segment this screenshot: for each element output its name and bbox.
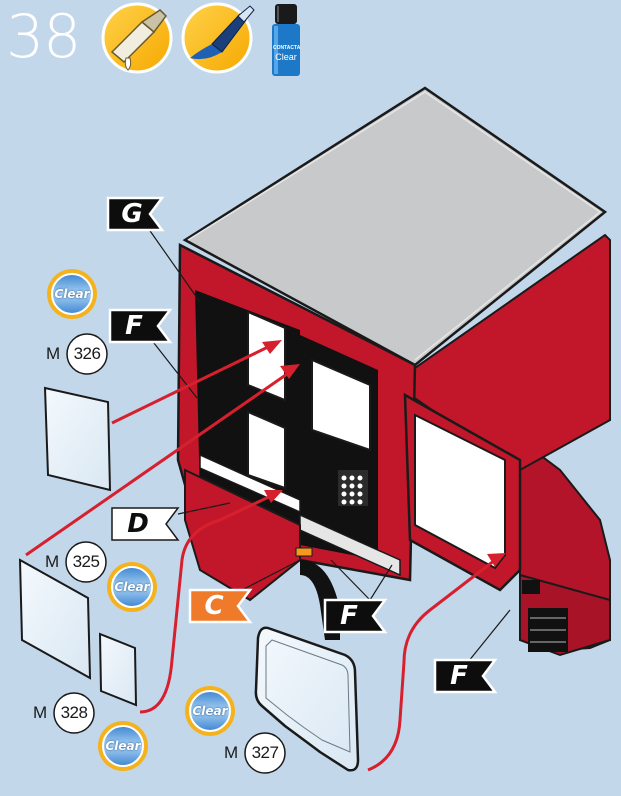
flag-c-label: C	[194, 591, 234, 621]
clear-badge-label: Clear	[110, 580, 154, 594]
paint-brush-icon	[183, 4, 254, 72]
vent-grille	[338, 470, 368, 506]
clear-badge-label: Clear	[101, 739, 145, 753]
part-number-325: 325	[66, 552, 106, 572]
flag-g-label: G	[112, 199, 152, 229]
clear-badge-label: Clear	[50, 287, 94, 301]
part-prefix-325: M	[45, 552, 59, 572]
part-prefix-326: M	[46, 344, 60, 364]
part-number-327: 327	[245, 743, 285, 763]
bottle-product-label: Clear	[273, 52, 299, 62]
flag-f-left-label: F	[114, 311, 154, 341]
clear-badge-label: Clear	[188, 704, 232, 718]
part-prefix-327: M	[224, 743, 238, 763]
glue-bottle-icon	[272, 4, 300, 76]
bottle-brand-label: CONTACTA	[273, 45, 299, 51]
flag-d-label: D	[118, 509, 158, 539]
flag-f-right-label: F	[439, 661, 479, 691]
part-number-326: 326	[67, 344, 107, 364]
window-pane-328[interactable]	[100, 634, 136, 705]
truck-cab	[178, 88, 610, 655]
flag-f-center-label: F	[329, 601, 369, 631]
window-pane-326[interactable]	[45, 388, 110, 490]
glue-applicator-icon	[103, 4, 171, 72]
part-number-328: 328	[54, 703, 94, 723]
part-prefix-328: M	[33, 703, 47, 723]
step-number: 38	[6, 2, 80, 72]
